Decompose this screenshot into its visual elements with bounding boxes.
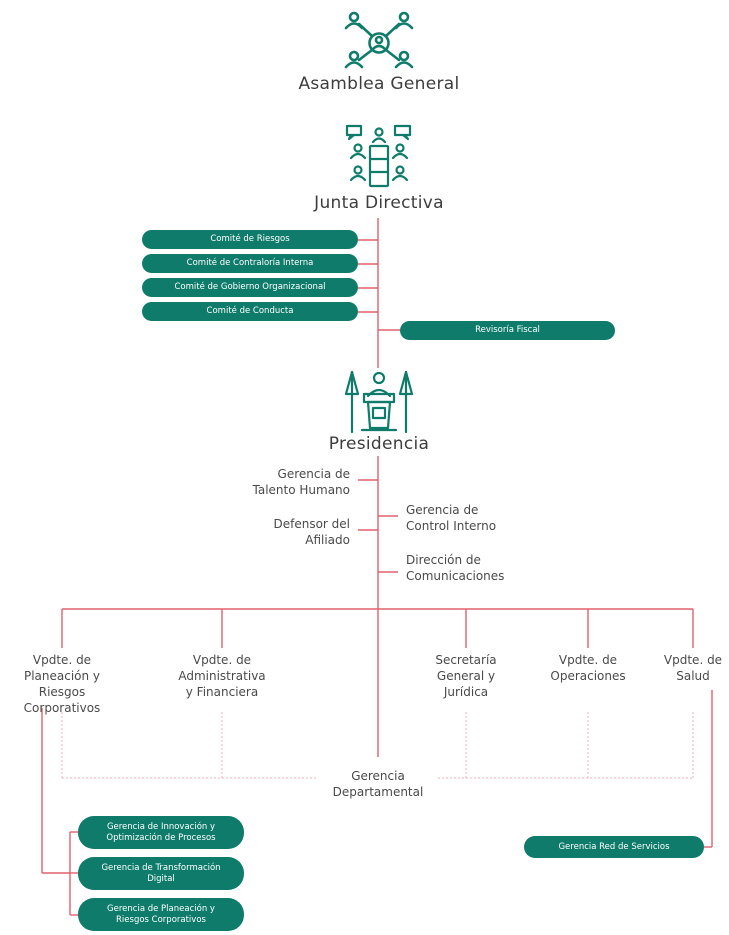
comite-gobierno: Comité de Gobierno Organizacional <box>142 278 358 297</box>
gerencia-red-servicios: Gerencia Red de Servicios <box>524 836 704 858</box>
defensor-afiliado: Defensor del Afiliado <box>273 517 350 547</box>
podium-speaker-icon <box>344 370 414 434</box>
gerencia-departamental: Gerencia Departamental <box>318 768 438 800</box>
vp-salud: Vpdte. de Salud <box>663 653 723 683</box>
comite-conducta: Comité de Conducta <box>142 302 358 321</box>
gerencia-control-interno: Gerencia de Control Interno <box>406 503 497 533</box>
people-network-icon <box>344 11 414 69</box>
board-meeting-icon <box>345 124 412 188</box>
vp-administrativa: Vpdte. de Administrativa y Financiera <box>178 653 266 699</box>
revisoria-fiscal: Revisoría Fiscal <box>400 321 615 340</box>
vp-secretaria: Secretaría General y Jurídica <box>435 653 497 699</box>
presidencia-title: Presidencia <box>328 434 430 454</box>
vp-planeacion: Vpdte. de Planeación y Riesgos Corporati… <box>23 653 101 715</box>
junta-title: Junta Directiva <box>314 193 444 213</box>
comite-riesgos: Comité de Riesgos <box>142 230 358 249</box>
direccion-comunicaciones: Dirección de Comunicaciones <box>406 553 505 583</box>
comite-contraloria: Comité de Contraloría Interna <box>142 254 358 273</box>
gerencia-talento-humano: Gerencia de Talento Humano <box>252 467 351 497</box>
asamblea-title: Asamblea General <box>298 74 460 94</box>
vp-operaciones: Vpdte. de Operaciones <box>550 653 626 683</box>
